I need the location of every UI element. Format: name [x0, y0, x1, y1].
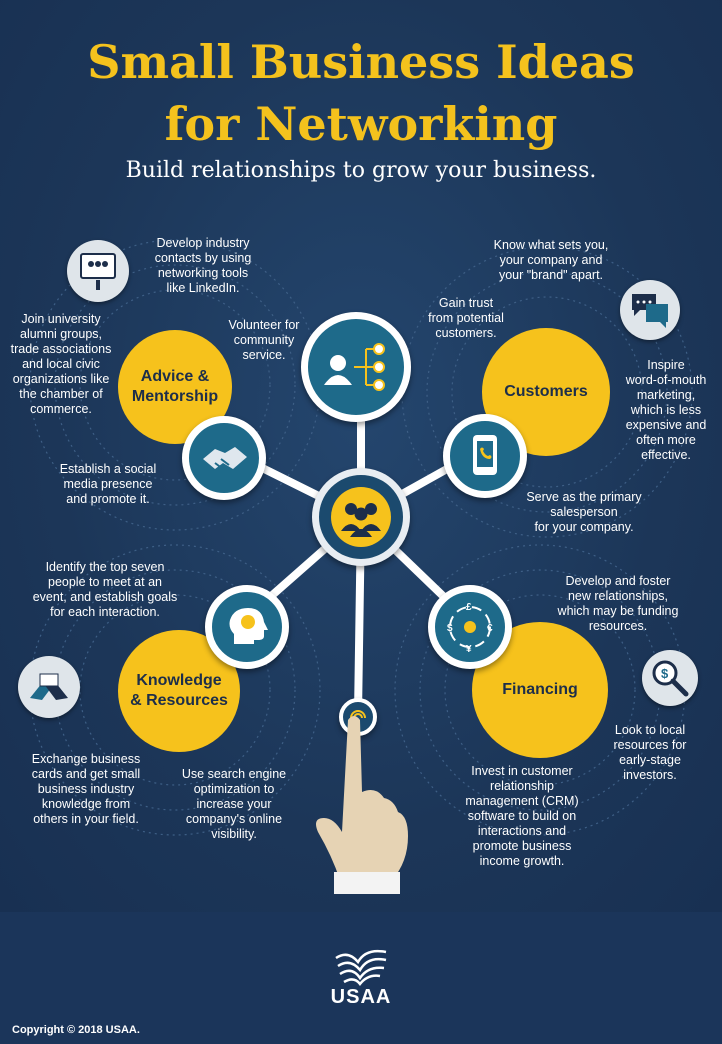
tip-industry-contacts: Develop industry contacts by using netwo… — [154, 236, 252, 295]
tip-seo: Use search engine optimization to increa… — [181, 767, 287, 841]
page-title-line2: for Networking — [164, 97, 558, 151]
tip-exchange-cards: Exchange business cards and get small bu… — [31, 752, 141, 826]
tip-word-of-mouth: Inspire word-of-mouth marketing, which i… — [625, 358, 707, 462]
category-label: Knowledge & Resources — [130, 672, 228, 709]
category-label: Advice & Mentorship — [131, 368, 219, 405]
tip-foster-relationships: Develop and foster new relationships, wh… — [557, 574, 679, 633]
svg-text:$: $ — [447, 623, 453, 634]
org-chart-icon — [301, 312, 411, 422]
brand-logo-text: USAA — [330, 986, 392, 1008]
idea-head-icon — [205, 585, 289, 669]
pointing-hand — [316, 716, 408, 894]
usaa-eagle-logo — [335, 949, 387, 986]
tip-crm: Invest in customer relationship manageme… — [465, 764, 579, 868]
tip-alumni: Join university alumni groups, trade ass… — [10, 312, 112, 416]
presentation-icon — [67, 240, 129, 302]
money-cycle-icon: £ $ € ¥ — [428, 585, 512, 669]
page-title-line1: Small Business Ideas — [87, 35, 635, 89]
copyright-text: Copyright © 2018 USAA. — [12, 1024, 140, 1036]
tip-local-resources: Look to local resources for early-stage … — [613, 723, 687, 782]
hands-icon — [18, 656, 80, 718]
tip-top-seven: Identify the top seven people to meet at… — [32, 560, 178, 619]
category-label: Customers — [504, 383, 588, 400]
tip-salesperson: Serve as the primary salesperson for you… — [526, 490, 642, 534]
tip-sets-apart: Know what sets you, your company and you… — [493, 238, 609, 282]
svg-text:€: € — [487, 623, 493, 634]
page-subtitle: Build relationships to grow your busines… — [125, 158, 597, 183]
phone-icon — [443, 414, 527, 498]
svg-text:¥: ¥ — [466, 644, 472, 655]
svg-text:£: £ — [466, 602, 472, 613]
tip-social-media: Establish a social media presence and pr… — [59, 462, 157, 506]
category-label: Financing — [502, 681, 578, 698]
handshake-icon — [182, 416, 266, 500]
svg-text:$: $ — [661, 666, 669, 681]
tip-volunteer: Volunteer for community service. — [228, 318, 300, 362]
tip-gain-trust: Gain trust from potential customers. — [428, 296, 504, 340]
search-dollar-icon: $ — [642, 650, 698, 706]
chat-icon — [620, 280, 680, 340]
group-icon — [312, 468, 410, 566]
